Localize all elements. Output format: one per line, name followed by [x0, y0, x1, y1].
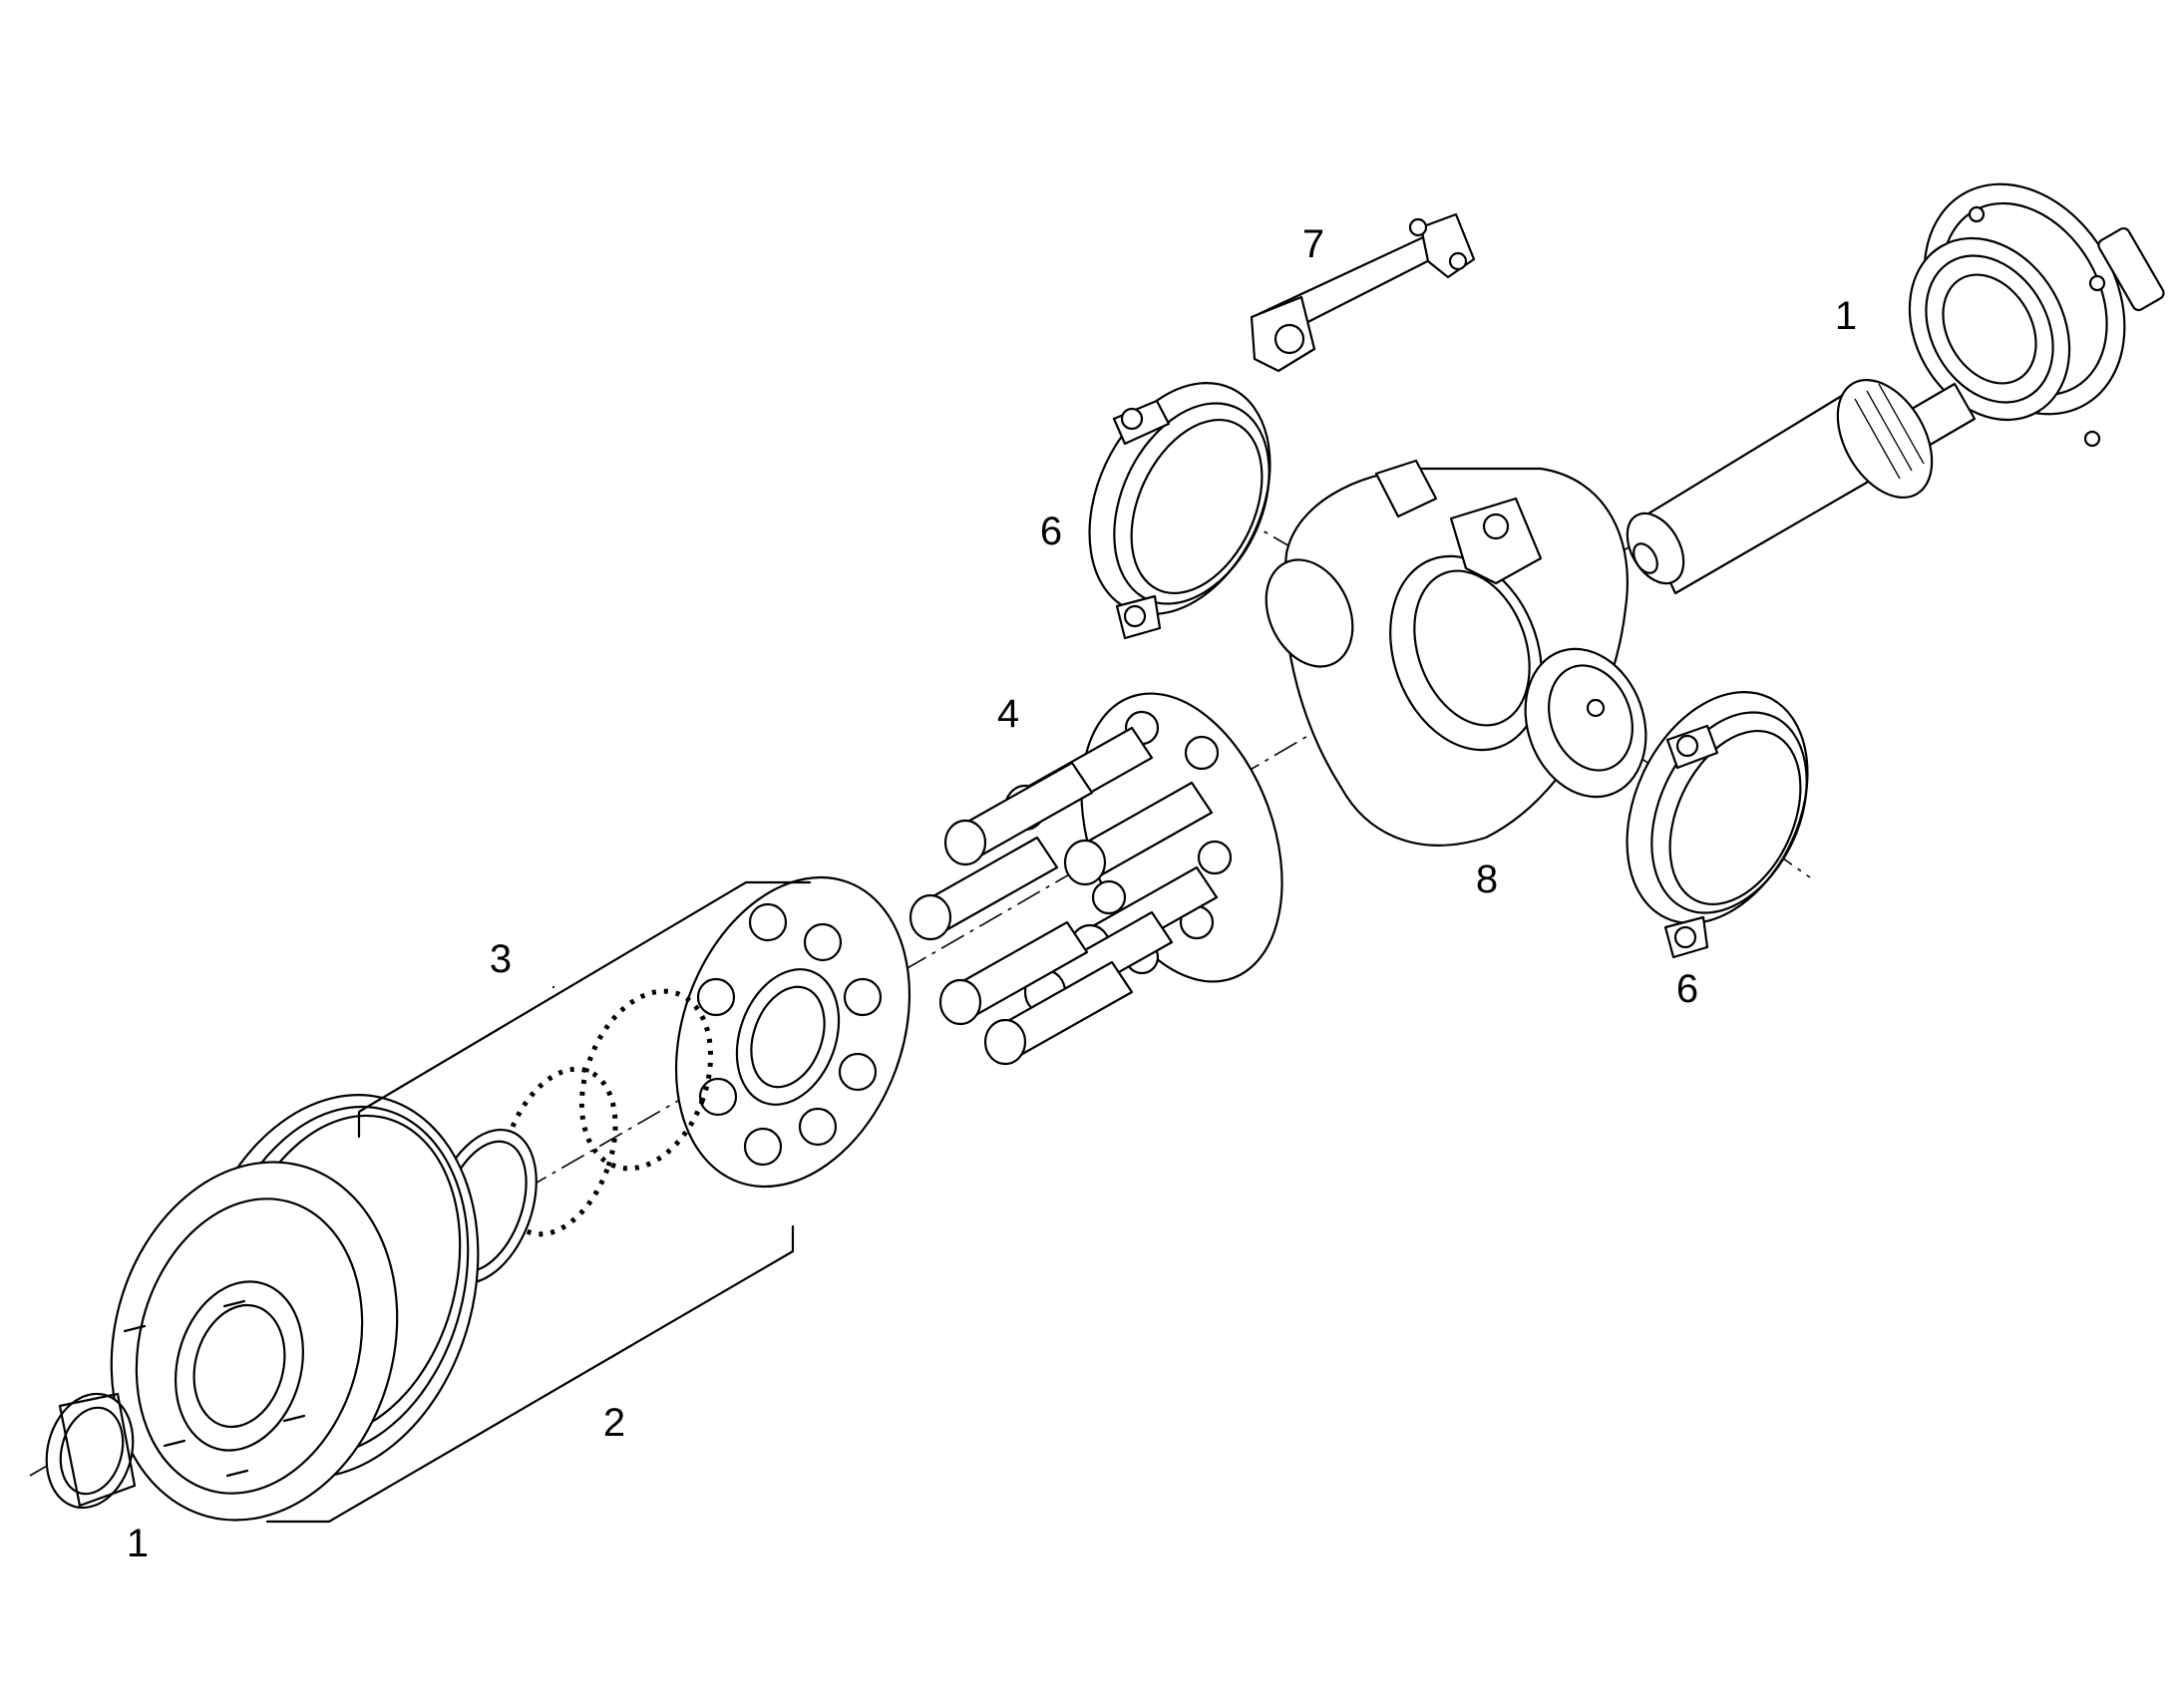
callout-6-top: 6: [1039, 510, 1063, 553]
callout-6-bottom: 6: [1675, 967, 1699, 1011]
swash-plate-housing: [1265, 459, 1647, 847]
control-link-rod: [1250, 212, 1476, 373]
piston-assembly: [908, 692, 1283, 1066]
callout-4: 4: [996, 692, 1020, 736]
callout-2: 2: [602, 1401, 626, 1445]
bearing-bottom: [1626, 691, 1809, 959]
drive-shaft-assembly: [1626, 182, 2165, 595]
callout-7: 7: [1301, 222, 1325, 266]
housing-trunnion: [1524, 647, 1647, 799]
bracket-group-2: [265, 1224, 795, 1524]
needle-bearing: [45, 1392, 137, 1510]
housing-bore: [1389, 554, 1543, 752]
spring-ring-a: [578, 988, 714, 1172]
callout-3: 3: [489, 937, 513, 981]
callout-8: 8: [1475, 857, 1499, 901]
cylinder-barrel: [110, 1094, 480, 1522]
callout-1-top: 1: [1834, 294, 1858, 338]
bearing-top: [1088, 382, 1272, 640]
shaft-spline-end: [2097, 226, 2165, 312]
callout-1-bottom: 1: [126, 1522, 150, 1565]
valve-plate: [674, 875, 911, 1189]
valve-plate-group: [430, 875, 911, 1285]
pistons: [908, 726, 1219, 1066]
barrel-face: [110, 1161, 399, 1522]
bracket-group-3: [357, 880, 812, 1139]
